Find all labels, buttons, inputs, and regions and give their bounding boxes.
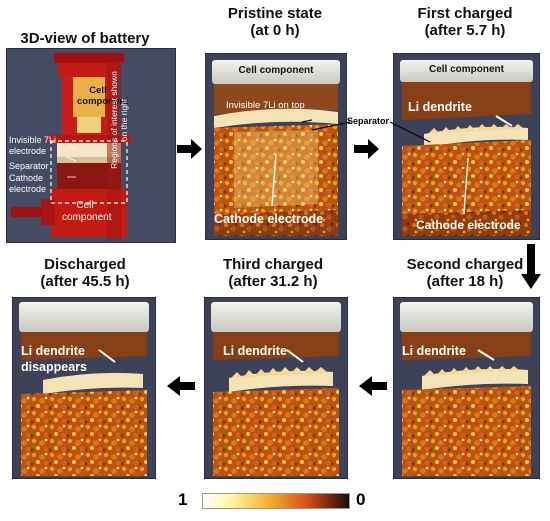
pristine-render — [206, 54, 346, 239]
pristine-invisible-li-label: Invisible 7Li on top — [226, 100, 305, 111]
colorbar — [202, 493, 350, 509]
battery-cell-top-label: Cell component — [77, 85, 129, 107]
first-cell-label: Cell component — [428, 64, 504, 75]
separator-leader-lines — [311, 121, 431, 143]
title-pristine-line1: Pristine state — [227, 5, 323, 22]
battery-3d-illustration — [7, 49, 175, 242]
title-second-line1: Second charged — [406, 256, 524, 273]
battery-cathode-label: Cathode electrode — [9, 173, 47, 194]
arrow-right-icon-1 — [177, 139, 202, 159]
discharged-panel: Li dendrite disappears — [12, 297, 156, 479]
discharged-dendrite-label-line2: disappears — [21, 360, 88, 374]
battery-roi-label: Regions of interest shown on the right — [109, 71, 129, 169]
title-third-line2: (after 31.2 h) — [228, 273, 318, 290]
arrow-down-icon — [521, 244, 541, 289]
discharged-dendrite-label-line1: Li dendrite — [21, 344, 85, 358]
pristine-cell-label: Cell component — [238, 65, 314, 76]
battery-separator-label: Separator — [9, 161, 49, 171]
second-panel: Li dendrite — [393, 297, 540, 479]
title-discharged: Discharged (after 45.5 h) — [10, 256, 160, 290]
title-pristine: Pristine state (at 0 h) — [200, 5, 350, 39]
title-discharged-line2: (after 45.5 h) — [40, 273, 130, 290]
second-dendrite-label: Li dendrite — [402, 344, 466, 358]
title-discharged-line1: Discharged — [44, 256, 126, 273]
battery-3d-panel: Cell component Invisible 7Li electrode S… — [6, 48, 176, 243]
separator-shared-label: Separator — [347, 116, 390, 126]
title-third-line1: Third charged — [222, 256, 323, 273]
pristine-panel: Cell component Invisible 7Li on top Cath… — [205, 53, 347, 240]
title-pristine-line2: (at 0 h) — [250, 22, 300, 39]
colorbar-min-label: 1 — [178, 490, 188, 509]
arrow-left-icon-1 — [359, 376, 387, 396]
title-third: Third charged (after 31.2 h) — [198, 256, 348, 290]
arrow-left-icon-2 — [167, 376, 195, 396]
colorbar-max-label: 0 — [356, 490, 366, 509]
first-render — [394, 54, 539, 239]
third-render — [205, 298, 347, 478]
first-panel: Cell component Li dendrite Cathode elect… — [393, 53, 540, 240]
title-first: First charged (after 5.7 h) — [390, 5, 540, 39]
title-second: Second charged (after 18 h) — [390, 256, 540, 290]
arrow-right-icon-2 — [354, 139, 379, 159]
third-panel: Li dendrite — [204, 297, 348, 479]
title-second-line2: (after 18 h) — [426, 273, 504, 290]
battery-cell-bottom-label: Cell component — [62, 200, 112, 223]
first-cathode-label: Cathode electrode — [416, 218, 521, 232]
third-dendrite-label: Li dendrite — [223, 344, 287, 358]
pristine-cathode-label: Cathode electrode — [214, 212, 324, 226]
title-first-line2: (after 5.7 h) — [424, 22, 506, 39]
battery-invisible-li-label: Invisible 7Li electrode — [9, 135, 57, 156]
title-first-line1: First charged — [417, 5, 513, 22]
second-render — [394, 298, 539, 478]
title-battery3d: 3D-view of battery — [20, 30, 150, 47]
first-dendrite-label: Li dendrite — [408, 100, 472, 114]
discharged-render — [13, 298, 155, 478]
